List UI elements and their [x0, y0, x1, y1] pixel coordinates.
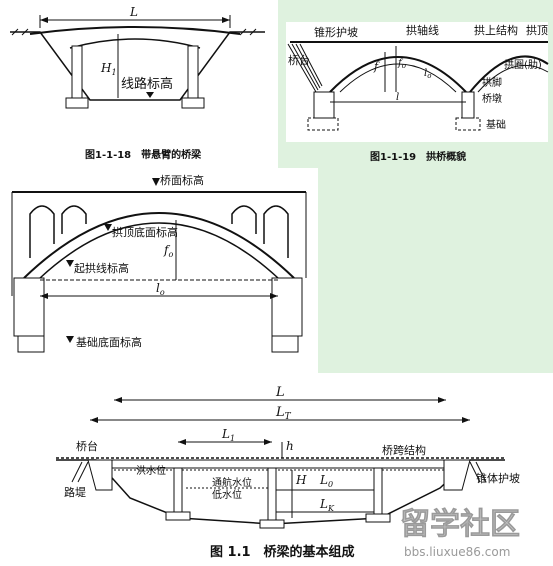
pier-label: 桥墩 [482, 92, 502, 105]
span-LK-label: LK [319, 497, 335, 513]
l-label: l [396, 92, 399, 103]
figure-1-1-19-caption: 图1-1-19 拱桥概貌 [370, 150, 466, 163]
crown-label: 拱顶 [526, 23, 548, 37]
line-elevation-label: 线路标高 [121, 76, 173, 92]
abutment-label: 桥台 [288, 53, 310, 67]
arch-bridge-overview-drawing: 锥形护坡 拱轴线 拱上结构 拱顶 f fo lo l 桥台 拱圈(肋) 拱脚 桥… [286, 22, 549, 163]
superstructure-label: 拱上结构 [474, 23, 518, 37]
arch-elevation-panel: 桥面标高 拱顶底面标高 fo 起拱线标高 lo 基础底面标高 [0, 168, 318, 378]
bridge-composition-drawing: L LT L1 h 桥台 桥跨结构 洪水位 通航水位 低水位 [56, 385, 520, 560]
arch-rise-f0-label: fo [163, 243, 173, 259]
embankment-label: 路堤 [64, 486, 86, 499]
figure-1-1-panel: L LT L1 h 桥台 桥跨结构 洪水位 通航水位 低水位 [0, 378, 553, 566]
height-label-H1: H1 [100, 61, 117, 77]
total-length-LT-label: LT [275, 405, 292, 422]
arch-ring-label: 拱圈(肋) [504, 58, 542, 71]
clear-span-l0-label: lo [156, 281, 165, 297]
overall-length-L-label: L [275, 385, 285, 400]
cone-slope-label: 锥形护坡 [314, 25, 358, 39]
span-L1-label: L1 [221, 427, 235, 443]
H-label: H [295, 473, 307, 487]
blank-green-block [318, 168, 553, 373]
flood-level-label: 洪水位 [136, 464, 166, 477]
navigation-level-label: 通航水位 [212, 476, 252, 489]
springing-line-elevation-label: 起拱线标高 [74, 261, 129, 275]
figure-1-1-19-panel: 锥形护坡 拱轴线 拱上结构 拱顶 f fo lo l 桥台 拱圈(肋) 拱脚 桥… [278, 0, 553, 168]
figure-1-1-caption: 图 1.1 桥梁的基本组成 [210, 544, 355, 560]
foundation-label: 基础 [486, 118, 506, 131]
f-label: f [373, 60, 380, 73]
cone-slope-label-fig11: 锥体护坡 [476, 471, 520, 485]
figure-1-1-18-caption: 图1-1-18 带悬臂的桥梁 [85, 148, 202, 161]
low-water-level-label: 低水位 [212, 488, 242, 501]
superstructure-label-fig11: 桥跨结构 [382, 443, 426, 457]
arch-axis-label: 拱轴线 [406, 23, 439, 37]
f0-label: fo [397, 58, 406, 70]
foundation-bottom-elevation-label: 基础底面标高 [76, 335, 142, 349]
h-label: h [286, 439, 294, 453]
l0-label: lo [424, 68, 431, 80]
deck-elevation-label: 桥面标高 [160, 173, 204, 187]
abutment-label-fig11: 桥台 [76, 439, 98, 453]
span-label-L: L [129, 5, 138, 19]
figure-1-1-18-panel: L H1 线路标高 图1-1-18 带悬臂的桥梁 [0, 0, 278, 168]
clear-span-L0-label: L0 [319, 473, 333, 489]
crown-bottom-elevation-label: 拱顶底面标高 [112, 225, 178, 239]
springing-label: 拱脚 [482, 76, 502, 89]
arch-elevation-drawing: 桥面标高 拱顶底面标高 fo 起拱线标高 lo 基础底面标高 [11, 173, 307, 353]
cantilever-bridge-drawing: L H1 线路标高 图1-1-18 带悬臂的桥梁 [10, 5, 265, 161]
